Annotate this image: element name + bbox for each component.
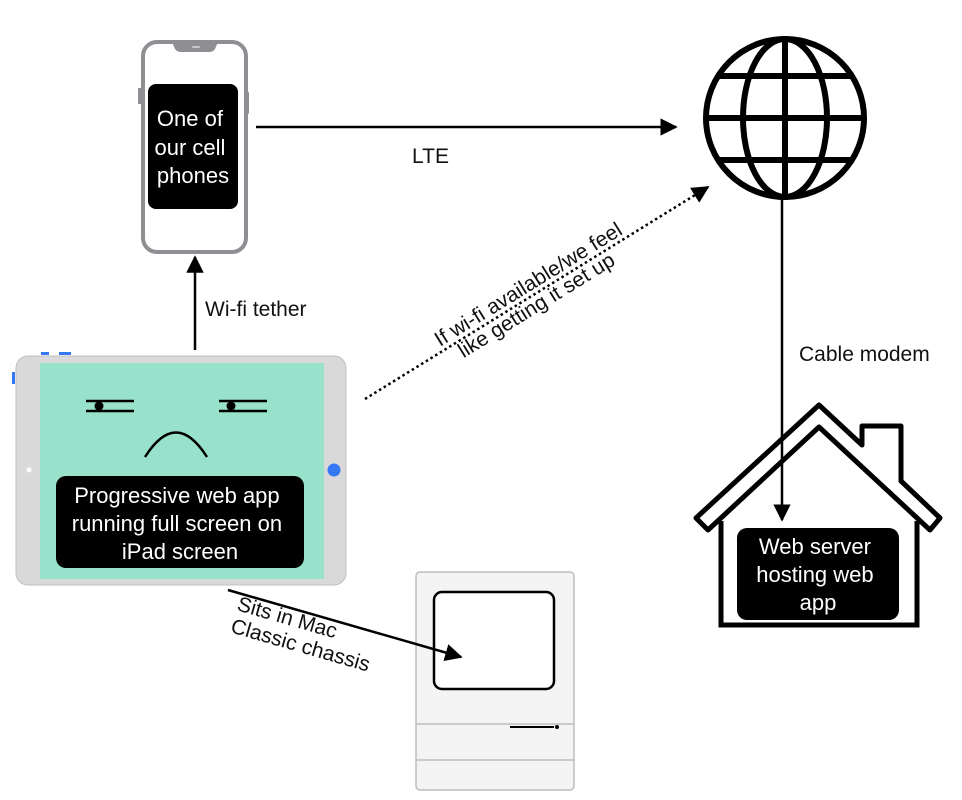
ipad-label-line-3: iPad screen	[122, 539, 238, 564]
server-label-line-1: Web server	[759, 534, 871, 559]
server-label-line-2: hosting web	[756, 562, 873, 587]
server-label: Web server hosting web app	[756, 534, 880, 615]
mac-classic-icon	[415, 571, 575, 791]
phone-label-box: One of our cell phones	[148, 84, 238, 209]
ipad-label-box: Progressive web app running full screen …	[56, 476, 304, 568]
lte-label: LTE	[412, 145, 449, 168]
ipad-label-line-1: Progressive web app	[74, 483, 279, 508]
right-eye	[226, 401, 236, 411]
phone-label: One of our cell phones	[154, 106, 231, 188]
cable-modem-label: Cable modem	[799, 343, 930, 366]
ipad-label-line-2: running full screen on	[72, 511, 282, 536]
phone-label-line-3: phones	[157, 163, 229, 188]
left-eye	[94, 401, 104, 411]
optional-wifi-label-line-1: If wi-fi available/we feel	[431, 218, 627, 351]
frown-mouth	[143, 431, 209, 458]
ipad-label: Progressive web app running full screen …	[72, 483, 288, 564]
mac-chassis-label: Sits in Mac Classic chassis	[228, 593, 379, 677]
optional-wifi-label: If wi-fi available/we feel like getting …	[431, 215, 643, 370]
mac-chassis-arrow	[227, 588, 463, 662]
sad-face	[86, 399, 267, 458]
server-label-box: Web server hosting web app	[737, 528, 899, 620]
optional-wifi-arrow	[364, 185, 710, 401]
wifi-tether-label: Wi-fi tether	[205, 298, 307, 321]
globe-icon	[703, 36, 867, 200]
server-label-line-3: app	[800, 590, 837, 615]
phone-label-line-1: One of	[157, 106, 224, 131]
phone-label-line-2: our cell	[154, 135, 225, 160]
